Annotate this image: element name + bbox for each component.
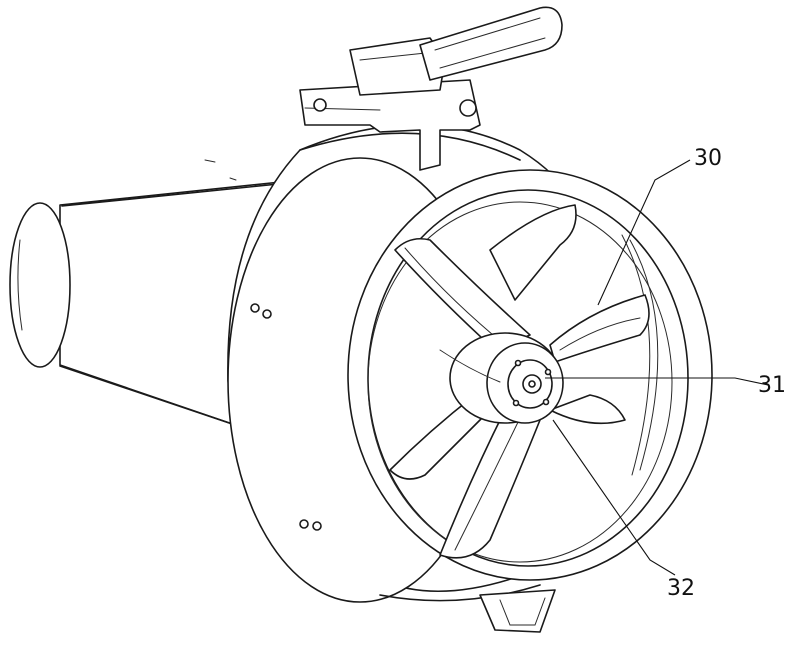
screw-group bbox=[250, 303, 322, 531]
leader-lines bbox=[545, 159, 769, 576]
leader-31 bbox=[545, 377, 769, 386]
hub bbox=[439, 332, 564, 424]
callout-31: 31 bbox=[758, 373, 786, 398]
callout-32: 32 bbox=[667, 576, 695, 601]
leader-32 bbox=[552, 419, 676, 576]
callout-30: 30 bbox=[694, 146, 722, 171]
leader-30 bbox=[597, 159, 691, 306]
bottom-skid bbox=[479, 589, 556, 633]
propeller bbox=[389, 204, 650, 559]
handle-grip bbox=[419, 6, 563, 81]
